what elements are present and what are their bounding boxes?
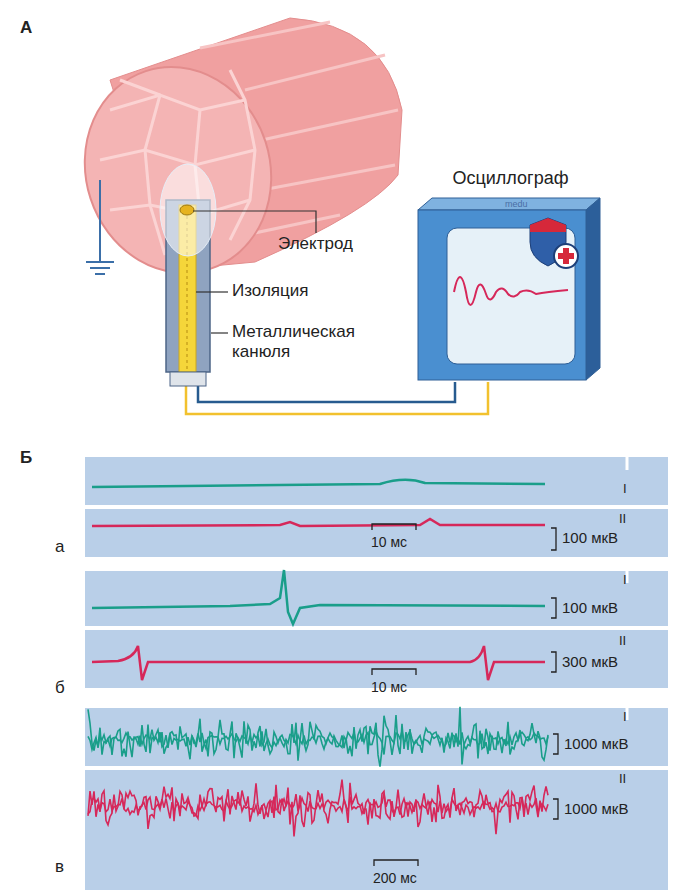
cross-icon xyxy=(558,248,574,264)
emg-trace xyxy=(88,707,548,837)
fascicle-cells xyxy=(100,70,255,255)
channel-number: I xyxy=(623,710,627,725)
row-letter: в xyxy=(55,857,64,877)
trace xyxy=(92,646,545,680)
oscillograph-body xyxy=(418,210,586,380)
row-letter: б xyxy=(55,678,65,698)
channel-number: I xyxy=(623,573,627,588)
oscillograph-side xyxy=(586,198,600,380)
oscillograph-box: Осциллограф xyxy=(418,168,603,382)
shield-icon xyxy=(530,218,566,232)
channel-number: I xyxy=(623,482,627,497)
electrode-tip xyxy=(180,205,194,215)
channel-number: II xyxy=(619,512,626,527)
amplitude-scale: 1000 мкВ xyxy=(564,735,628,752)
channel-number: II xyxy=(619,772,626,787)
emg-trace xyxy=(88,780,548,837)
panel-letter: А xyxy=(20,18,32,38)
wire xyxy=(186,382,488,414)
watermark: medu xyxy=(505,199,528,209)
trace-strip xyxy=(85,457,668,890)
emg-trace xyxy=(88,794,548,819)
leader-line xyxy=(193,211,316,333)
time-scale: 200 мс xyxy=(373,870,417,886)
part-label: Металлическая канюля xyxy=(232,322,397,361)
part-label: Изоляция xyxy=(232,281,308,301)
scale-bar xyxy=(372,524,558,866)
amplitude-scale: 300 мкВ xyxy=(562,653,618,670)
trace xyxy=(92,570,545,624)
trace xyxy=(92,480,545,487)
panel-letter: Б xyxy=(20,448,32,468)
trace xyxy=(454,277,568,305)
emg-trace xyxy=(88,707,548,767)
part-label: Электрод xyxy=(278,234,353,254)
oscillograph-top xyxy=(418,198,600,210)
emg-trace xyxy=(88,730,548,755)
amplitude-scale: 100 мкВ xyxy=(562,599,618,616)
trace xyxy=(92,519,545,526)
ground-symbol xyxy=(86,180,114,274)
amplitude-scale: 100 мкВ xyxy=(562,529,618,546)
channel-number: II xyxy=(619,634,626,649)
cross-icon xyxy=(554,244,578,268)
time-scale: 10 мс xyxy=(371,534,407,550)
wire xyxy=(198,382,455,402)
amplitude-scale: 1000 мкВ xyxy=(564,800,628,817)
device-title: Осциллограф xyxy=(418,168,603,189)
time-scale: 10 мс xyxy=(371,679,407,695)
row-letter: а xyxy=(55,537,64,557)
cannula-cap xyxy=(170,372,206,386)
highlight xyxy=(160,164,216,256)
